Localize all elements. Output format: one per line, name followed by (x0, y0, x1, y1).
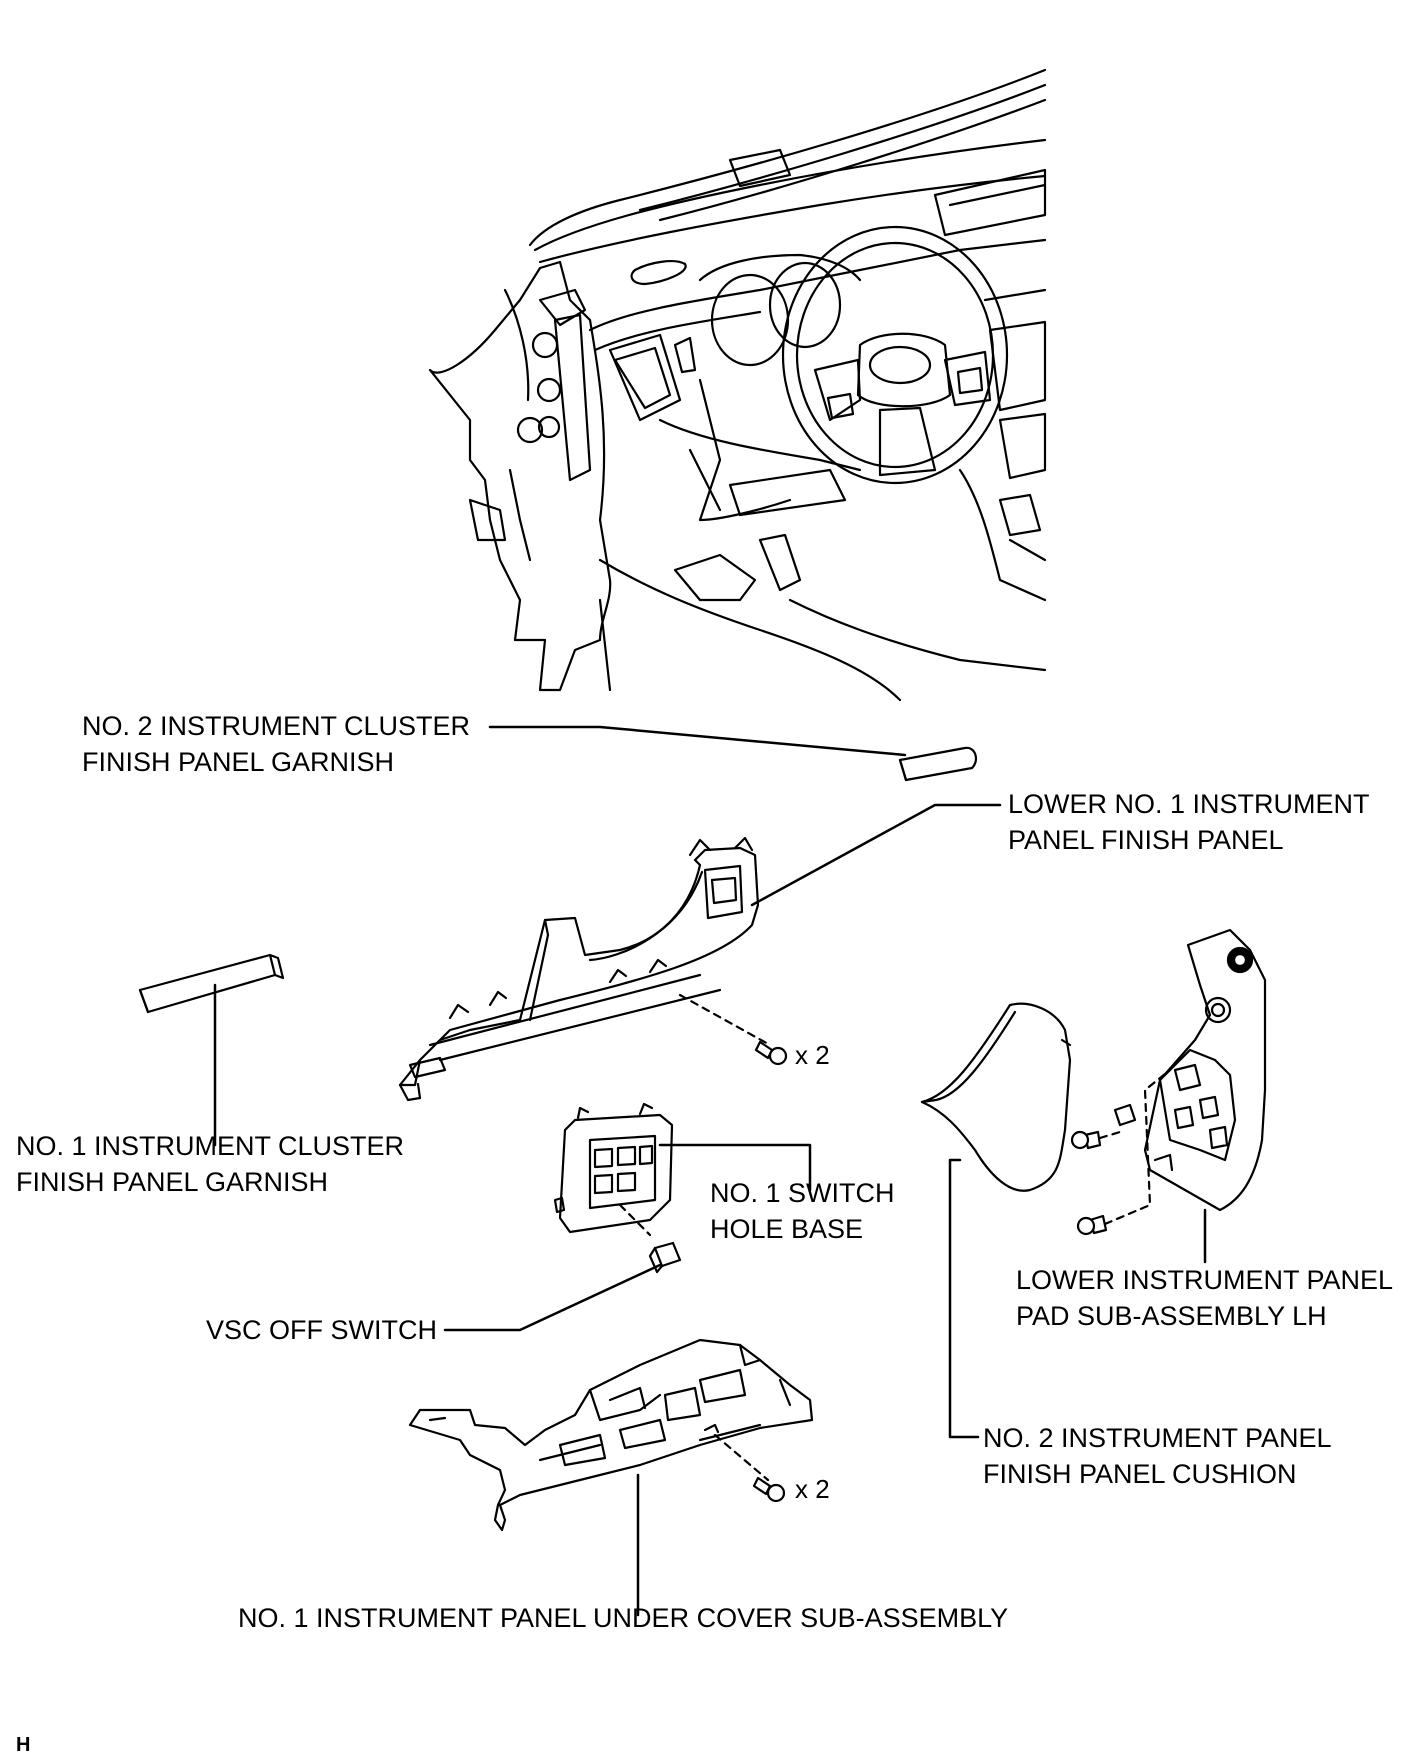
dashboard-illustration (428, 68, 1047, 702)
label-no1-cluster-garnish: NO. 1 INSTRUMENT CLUSTER FINISH PANEL GA… (16, 1128, 404, 1200)
label-line: NO. 2 INSTRUMENT PANEL (983, 1423, 1332, 1453)
no2-cluster-garnish-part (898, 746, 978, 782)
label-line: PAD SUB-ASSEMBLY LH (1016, 1301, 1327, 1331)
label-line: LOWER NO. 1 INSTRUMENT (1008, 789, 1370, 819)
label-line: NO. 1 SWITCH (710, 1178, 895, 1208)
label-line: FINISH PANEL CUSHION (983, 1459, 1297, 1489)
label-line: LOWER INSTRUMENT PANEL (1016, 1265, 1394, 1295)
pad-screw-lower-icon (1076, 1214, 1108, 1236)
no1-switch-hole-base-part (553, 1102, 674, 1234)
no1-cluster-garnish-part (138, 953, 285, 1014)
label-line: FINISH PANEL GARNISH (16, 1167, 329, 1197)
pad-screw-upper-dashed-line (1098, 1130, 1122, 1140)
label-lower-no1-finish-panel: LOWER NO. 1 INSTRUMENT PANEL FINISH PANE… (1008, 786, 1370, 858)
upper-screw-dashed-line (678, 993, 772, 1047)
label-vsc-off-switch: VSC OFF SWITCH (206, 1315, 437, 1345)
label-line: PANEL FINISH PANEL (1008, 825, 1284, 855)
lower-pad-lh-part (1113, 928, 1267, 1212)
pad-screw-upper-icon (1070, 1130, 1102, 1150)
lower-screw-dashed-line (713, 1433, 770, 1482)
label-line: FINISH PANEL GARNISH (82, 747, 395, 777)
label-lower-pad-lh: LOWER INSTRUMENT PANEL PAD SUB-ASSEMBLY … (1016, 1262, 1393, 1334)
label-line: NO. 2 INSTRUMENT CLUSTER (82, 711, 471, 741)
switch-dashed-line (618, 1203, 652, 1237)
lower-screw-icon (752, 1476, 786, 1503)
lower-no1-finish-panel-part (398, 836, 760, 1102)
pad-screw-lower-dashed-line (1103, 1068, 1172, 1226)
label-no1-switch-hole-base: NO. 1 SWITCH HOLE BASE (710, 1175, 895, 1247)
leader-lines (213, 725, 1207, 1617)
label-no1-under-cover: NO. 1 INSTRUMENT PANEL UNDER COVER SUB-A… (238, 1603, 1009, 1633)
no1-under-cover-part (408, 1338, 814, 1532)
upper-screw-icon (754, 1040, 788, 1066)
label-line: HOLE BASE (710, 1214, 864, 1244)
label-no2-cluster-garnish: NO. 2 INSTRUMENT CLUSTER FINISH PANEL GA… (82, 708, 470, 780)
qty-screw-upper: x 2 (795, 1040, 830, 1070)
label-line: NO. 1 INSTRUMENT CLUSTER (16, 1131, 405, 1161)
figure-code: H (16, 1734, 31, 1756)
vsc-off-switch-part (648, 1241, 682, 1274)
label-no2-finish-cushion: NO. 2 INSTRUMENT PANEL FINISH PANEL CUSH… (983, 1420, 1332, 1492)
qty-screw-lower: x 2 (795, 1474, 830, 1504)
no2-finish-cushion-part (920, 1002, 1072, 1192)
